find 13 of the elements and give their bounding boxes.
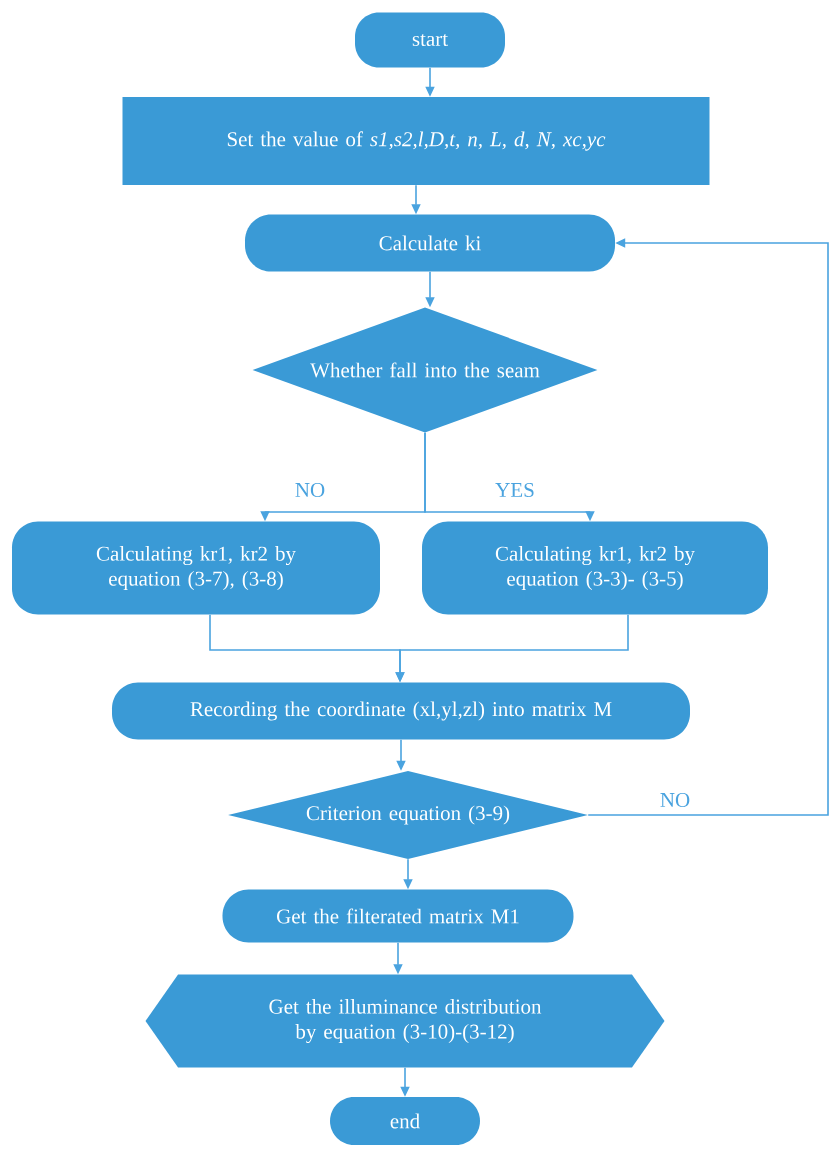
edge-label: NO (658, 791, 692, 809)
process-box: Set the value of s1,s2,l,D,t, n, L, d, N, xc,yc (122, 97, 710, 185)
edge-label: NO (293, 481, 327, 499)
process-pill: Get the filterated matrix M1 (222, 889, 574, 943)
terminal-pill: start (355, 12, 505, 68)
process-pill: Calculating kr1, kr2 by equation (3-7), (3-8) (12, 521, 380, 615)
terminal-pill: end (330, 1097, 480, 1145)
process-pill: Recording the coordinate (xl,yl,zl) into matrix M (112, 682, 690, 740)
edge-label: YES (494, 481, 536, 499)
process-pill: Calculating kr1, kr2 by equation (3-3)- (3-5) (422, 521, 768, 615)
display-hexagon: Get the illuminance distribution by equation (3-10)-(3-12) (145, 974, 665, 1068)
process-pill: Calculate ki (245, 214, 615, 272)
arrow (587, 238, 829, 816)
